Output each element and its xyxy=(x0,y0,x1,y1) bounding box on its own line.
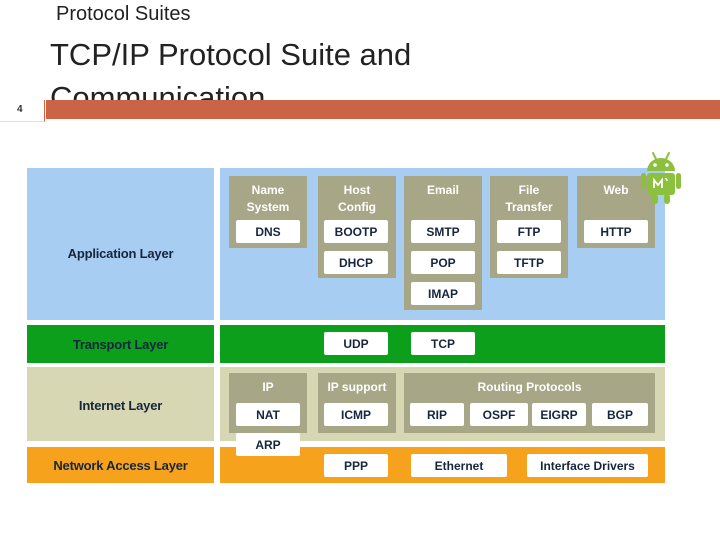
group-web-label: Web xyxy=(603,183,629,197)
title-bar xyxy=(46,100,720,119)
protocol-ppp: PPP xyxy=(324,454,388,477)
protocol-ospf: OSPF xyxy=(470,403,528,426)
section-title: Protocol Suites xyxy=(56,3,191,25)
protocol-tftp: TFTP xyxy=(497,251,561,274)
protocol-ethernet: Ethernet xyxy=(411,454,507,477)
label-line: Host xyxy=(343,183,371,197)
label-line: System xyxy=(246,200,290,214)
group-file-transfer-label: File Transfer xyxy=(490,182,568,216)
protocol-interface-drivers: Interface Drivers xyxy=(527,454,648,477)
internet-layer-label: Internet Layer xyxy=(78,398,163,413)
group-ip-support-label: IP support xyxy=(327,380,387,394)
protocol-http: HTTP xyxy=(584,220,648,243)
protocol-icmp: ICMP xyxy=(324,403,388,426)
group-host-config-label: Host Config xyxy=(318,182,396,216)
label-line: Transfer xyxy=(505,200,553,214)
protocol-smtp: SMTP xyxy=(411,220,475,243)
protocol-pop: POP xyxy=(411,251,475,274)
group-ip-label: IP xyxy=(262,380,274,394)
network-access-layer-label: Network Access Layer xyxy=(53,458,188,473)
protocol-eigrp: EIGRP xyxy=(532,403,586,426)
label-line: File xyxy=(518,183,540,197)
separator-application xyxy=(214,168,220,320)
protocol-tcp: TCP xyxy=(411,332,475,355)
protocol-rip: RIP xyxy=(410,403,464,426)
application-layer-label: Application Layer xyxy=(67,246,174,261)
slide-title-line-1: TCP/IP Protocol Suite and xyxy=(50,37,412,72)
page-number: 4 xyxy=(17,104,23,115)
group-email-label: Email xyxy=(426,183,459,197)
protocol-arp: ARP xyxy=(236,433,300,456)
protocol-nat: NAT xyxy=(236,403,300,426)
protocol-ftp: FTP xyxy=(497,220,561,243)
separator-transport xyxy=(214,325,220,363)
android-robot-icon xyxy=(641,152,681,204)
protocol-bgp: BGP xyxy=(592,403,648,426)
page-number-box xyxy=(0,100,45,122)
slide-title: TCP/IP Protocol Suite and Communication xyxy=(50,33,411,119)
protocol-imap: IMAP xyxy=(411,282,475,305)
protocol-dhcp: DHCP xyxy=(324,251,388,274)
separator-internet xyxy=(214,367,220,441)
label-line: Name xyxy=(251,183,285,197)
group-routing-protocols-label: Routing Protocols xyxy=(477,380,582,394)
label-line: Config xyxy=(338,200,376,214)
protocol-udp: UDP xyxy=(324,332,388,355)
protocol-dns: DNS xyxy=(236,220,300,243)
transport-layer-label: Transport Layer xyxy=(72,337,169,352)
separator-network-access xyxy=(214,447,220,483)
group-name-system-label: Name System xyxy=(229,182,307,216)
protocol-bootp: BOOTP xyxy=(324,220,388,243)
